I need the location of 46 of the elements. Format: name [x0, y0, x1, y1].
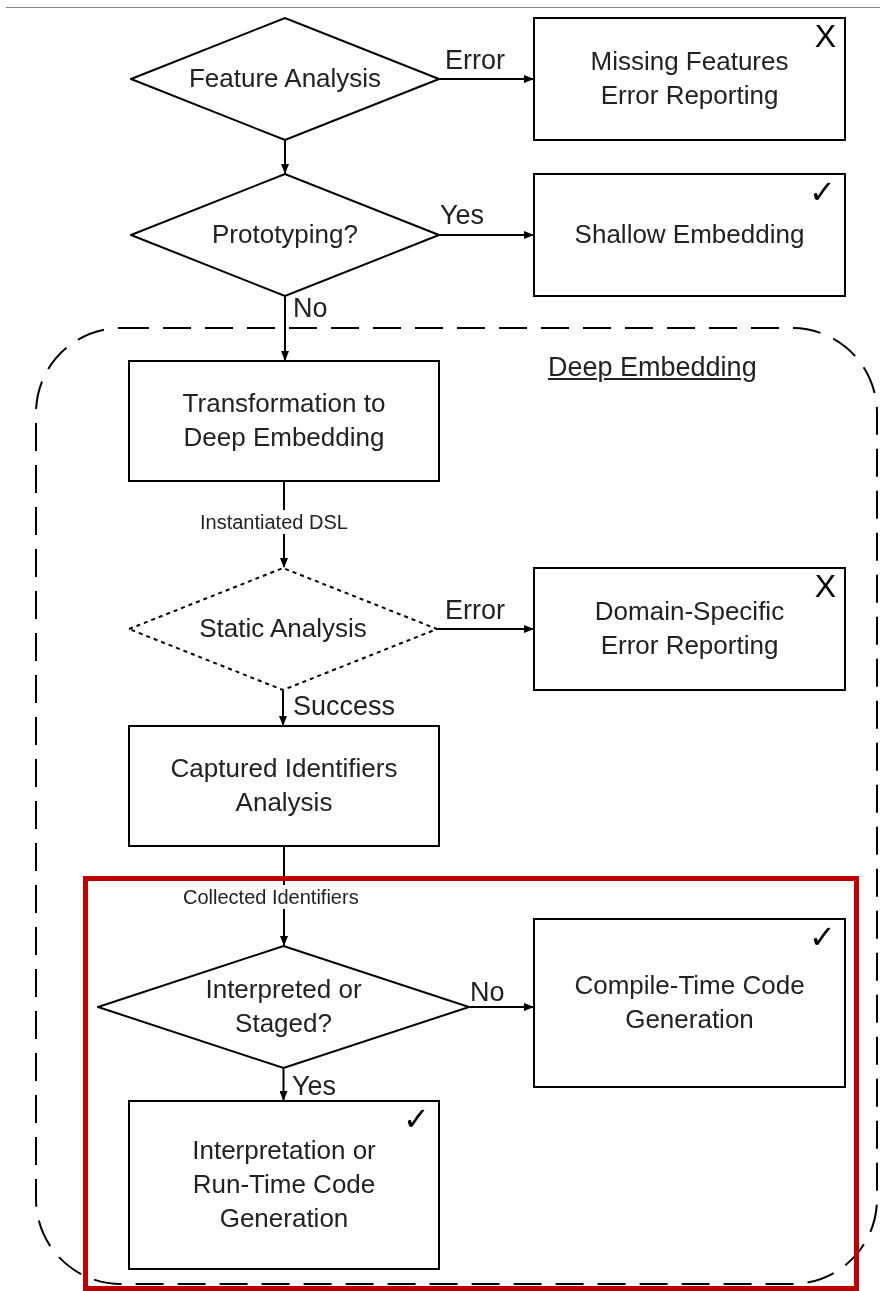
edge-label: Instantiated DSL — [198, 510, 350, 534]
arrow — [439, 75, 534, 83]
node-label: Static Analysis — [199, 612, 367, 646]
decision-diamond — [128, 567, 438, 691]
edge-label: Collected Identifiers — [181, 885, 361, 909]
process-box — [128, 725, 440, 847]
process-box — [533, 918, 846, 1088]
edge-label: Error — [445, 44, 505, 77]
status-mark: ✓ — [809, 920, 836, 956]
arrow — [437, 625, 534, 633]
dashed-group-region — [35, 327, 878, 1285]
edge-label: Yes — [292, 1070, 337, 1103]
process-box — [533, 173, 846, 297]
edge-label: No — [293, 292, 328, 325]
node-label: Domain-Specific Error Reporting — [593, 595, 786, 662]
status-mark: X — [814, 19, 836, 55]
arrow — [281, 296, 289, 361]
edge-label: No — [470, 976, 505, 1009]
decision-diamond — [130, 173, 440, 297]
node-label: Shallow Embedding — [574, 218, 805, 252]
arrow — [439, 231, 534, 239]
node-label: Transformation to Deep Embedding — [181, 387, 387, 454]
node-label: Missing Features Error Reporting — [589, 45, 790, 112]
status-mark: X — [814, 569, 836, 605]
node-label: Captured Identifiers Analysis — [169, 752, 399, 819]
decision-diamond — [97, 945, 470, 1069]
process-box — [533, 567, 846, 691]
arrow — [469, 1003, 534, 1011]
arrow — [279, 1068, 288, 1101]
decision-diamond — [130, 17, 440, 141]
node-label: Interpreted or Staged? — [204, 973, 363, 1040]
edge-label: Yes — [440, 199, 485, 232]
edge-label: Error — [445, 594, 505, 627]
edge-label: Success — [293, 690, 396, 723]
node-label: Prototyping? — [212, 218, 358, 252]
node-label: Interpretation or Run-Time Code Generation — [191, 1134, 377, 1235]
status-mark: ✓ — [809, 175, 836, 211]
status-mark: ✓ — [403, 1102, 430, 1138]
node-label: Feature Analysis — [188, 62, 382, 96]
arrow — [279, 690, 287, 726]
arrow — [281, 140, 289, 174]
node-label: Compile-Time Code Generation — [573, 969, 806, 1036]
group-title: Deep Embedding — [548, 351, 757, 384]
process-box — [128, 360, 440, 482]
process-box — [128, 1100, 440, 1270]
process-box — [533, 17, 846, 141]
